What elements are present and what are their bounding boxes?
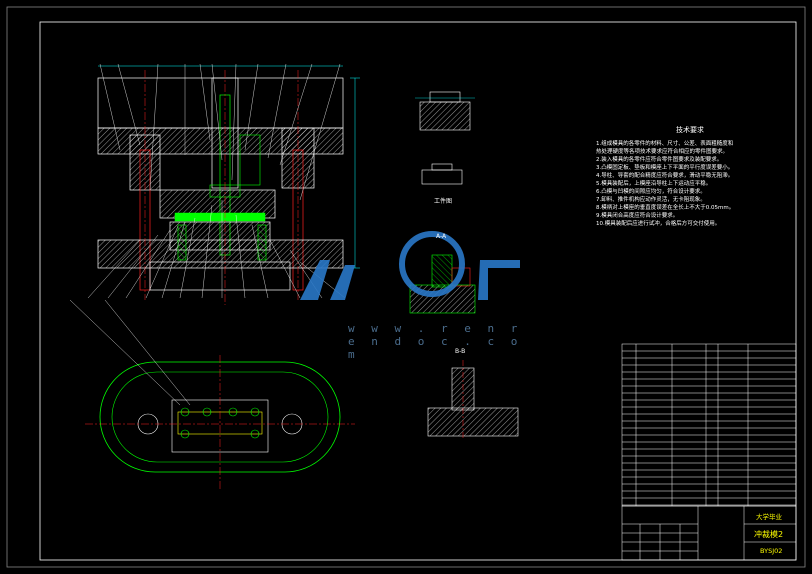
section-a-label: A-A: [436, 233, 447, 240]
tech-requirements-title: 技术要求: [676, 126, 704, 134]
drawing-title: 冲裁模2: [754, 530, 784, 539]
workpiece-label: 工件图: [434, 198, 453, 205]
watermark-url: w w w . r e n r e n d o c . c o m: [348, 322, 523, 361]
tech-item-5: 4.导柱、导套的配合精度应符合要求，滑动平稳无阻滞。: [596, 173, 734, 179]
outer-border: [6, 6, 806, 568]
tech-item-6: 5.模具装配后，上模座沿导柱上下运动应平稳。: [596, 181, 712, 187]
section-b-view: [427, 360, 519, 440]
tech-item-1: 1.组成模具的各零件的材料、尺寸、公差、表面粗糙度和: [596, 141, 734, 147]
tech-item-7: 6.凸模与凹模的间隙应均匀，符合设计要求。: [596, 189, 706, 195]
section-b-label: B-B: [455, 348, 466, 355]
workpiece-view: [421, 163, 463, 185]
watermark-logo: [300, 231, 520, 300]
tech-item-8: 7.卸料、推件机构应动作灵活，无卡阻现象。: [596, 197, 706, 203]
drawing-number: BYSJ02: [760, 547, 783, 555]
assembly-section-view: [87, 63, 360, 305]
tech-item-9: 8.模柄对上模座的垂直度误差在全长上不大于0.05mm。: [596, 205, 735, 211]
tech-item-2: 热处理硬度等各项技术要求应符合相应的零件图要求。: [596, 149, 729, 155]
tech-item-10: 9.模具闭合高度应符合设计要求。: [596, 213, 679, 219]
title-block: [621, 505, 797, 561]
section-a-view: [409, 254, 476, 314]
plan-view: [69, 299, 355, 490]
tech-item-4: 3.凸模固定板、垫板和模座上下平面的平行度误差要小。: [596, 165, 734, 171]
school-name: 大学毕业: [756, 513, 782, 521]
parts-list: [621, 343, 797, 507]
tech-item-3: 2.装入模具的各零件应符合零件图要求及装配要求。: [596, 157, 723, 163]
inner-border: [39, 21, 797, 561]
tech-item-11: 10.模具装配后应进行试冲，合格后方可交付使用。: [596, 221, 721, 227]
part-detail-top: [415, 91, 475, 131]
